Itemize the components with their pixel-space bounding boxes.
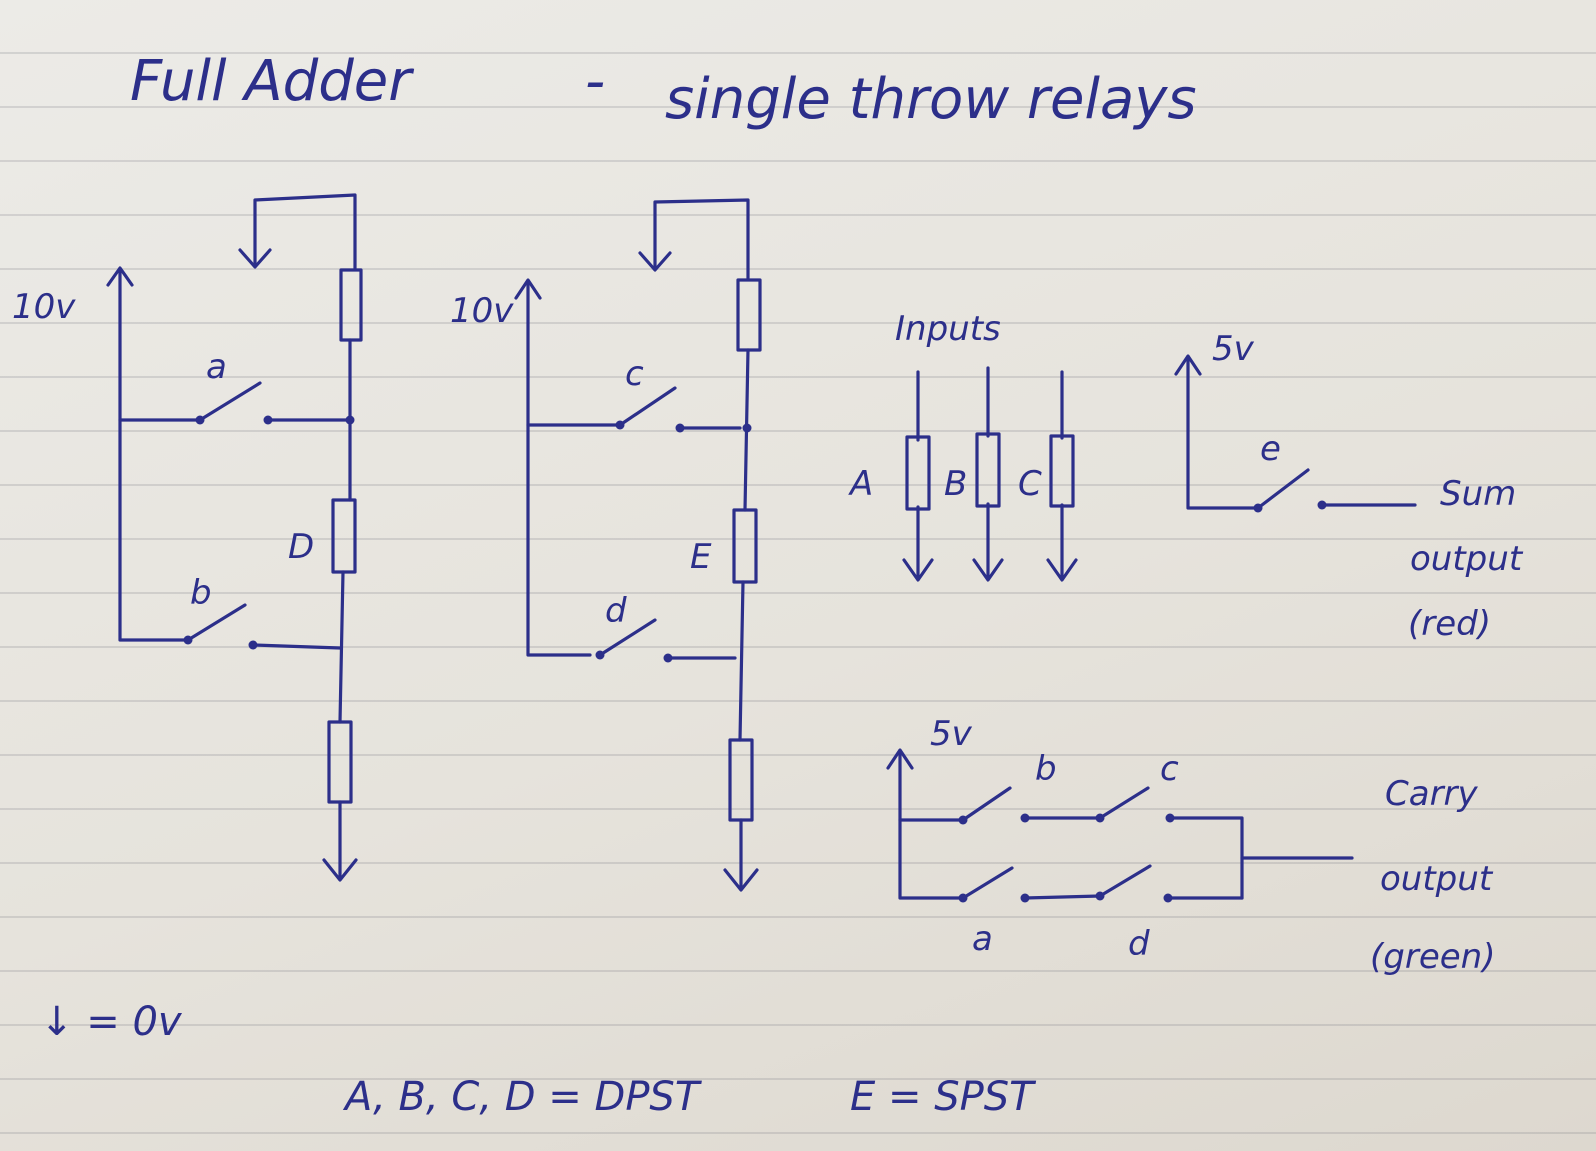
- relay-e-coil: [732, 508, 758, 584]
- switch-d-blade: [598, 618, 657, 657]
- sum-output-label: output: [1410, 539, 1524, 579]
- input-relays: Inputs A B C: [848, 309, 1078, 582]
- input-a-ground-icon: [902, 558, 934, 582]
- sum-voltage-label: 5v: [1212, 329, 1255, 369]
- left-resistor-bottom: [327, 720, 353, 804]
- carry-supply-arrow-icon: [886, 748, 914, 770]
- middle-resistor-bottom: [728, 738, 754, 822]
- carry-color-label: (green): [1370, 937, 1495, 977]
- left-supply-arrow-icon: [106, 266, 134, 287]
- input-b-label: B: [944, 464, 967, 504]
- carry-bottom-mid-wire: [1023, 894, 1102, 900]
- input-b-ground-icon: [972, 558, 1004, 582]
- sum-supply-arrow-icon: [1174, 354, 1202, 376]
- sum-label: Sum: [1440, 474, 1516, 514]
- input-a-label: A: [848, 464, 873, 504]
- switch-c-blade: [618, 386, 677, 427]
- left-supply-wire: [118, 268, 187, 642]
- middle-supply-arrow-icon: [514, 278, 542, 300]
- middle-lower-wire: [738, 580, 745, 742]
- carry-switch-b-blade: [961, 786, 1012, 822]
- carry-supply-wire: [898, 750, 962, 900]
- carry-switch-c-label: c: [1160, 749, 1179, 789]
- middle-circuit: 10v c d E: [450, 198, 762, 892]
- carry-label: Carry: [1385, 774, 1479, 814]
- relay-d-coil: [331, 498, 357, 574]
- left-ground-arrow-top-icon: [238, 248, 272, 269]
- spst-legend: E = SPST: [850, 1074, 1037, 1120]
- carry-switch-a-label: a: [972, 919, 993, 959]
- dpst-legend: A, B, C, D = DPST: [342, 1074, 703, 1120]
- left-resistor-top: [339, 268, 363, 342]
- middle-feedback-wire: [653, 198, 750, 280]
- input-b-coil: [975, 432, 1001, 508]
- carry-switch-d-blade: [1098, 864, 1152, 898]
- carry-circuit: 5v b c a d Carry output (green): [886, 714, 1495, 977]
- ground-legend: ↓ = 0v: [40, 999, 183, 1045]
- switch-b-label: b: [190, 573, 212, 613]
- switch-c-label: c: [625, 354, 644, 394]
- left-feedback-wire: [253, 193, 357, 270]
- diagram-title: Full Adder: [130, 49, 414, 114]
- middle-ground-arrow-icon: [723, 868, 759, 892]
- switch-e-label: e: [1260, 429, 1281, 469]
- inputs-heading: Inputs: [895, 309, 1001, 349]
- legend: ↓ = 0v A, B, C, D = DPST E = SPST: [40, 999, 1037, 1120]
- relay-d-label: D: [288, 527, 314, 567]
- switch-a-label: a: [206, 347, 227, 387]
- sum-supply-wire: [1186, 356, 1257, 510]
- switch-a-blade: [198, 381, 262, 422]
- carry-top-right-wire: [1168, 816, 1244, 900]
- sum-color-label: (red): [1408, 604, 1491, 644]
- middle-resistor-top: [736, 278, 762, 352]
- switch-b-blade: [186, 603, 247, 642]
- carry-switch-b-label: b: [1035, 749, 1057, 789]
- switch-d-label: d: [605, 591, 627, 631]
- middle-voltage-label: 10v: [450, 291, 514, 331]
- switch-e-blade: [1256, 468, 1310, 510]
- carry-voltage-label: 5v: [930, 714, 973, 754]
- carry-switch-a-blade: [961, 866, 1014, 900]
- input-a-coil: [905, 435, 931, 511]
- middle-supply-wire: [526, 280, 592, 657]
- carry-switch-d-label: d: [1128, 924, 1150, 964]
- left-lower-wire: [338, 570, 345, 724]
- carry-switch-c-blade: [1098, 786, 1150, 820]
- left-voltage-label: 10v: [12, 287, 76, 327]
- relay-e-label: E: [690, 537, 712, 577]
- left-ground-arrow-icon: [322, 858, 358, 882]
- middle-ground-arrow-top-icon: [638, 251, 672, 272]
- input-c-label: C: [1018, 464, 1042, 504]
- diagram-subtitle: single throw relays: [665, 67, 1197, 132]
- input-c-coil: [1049, 434, 1075, 508]
- left-circuit: 10v a b D: [12, 193, 363, 882]
- left-bottom-wire-right: [251, 643, 342, 650]
- input-c-ground-icon: [1046, 558, 1078, 582]
- carry-output-label: output: [1380, 859, 1494, 899]
- title-dash: -: [585, 49, 605, 114]
- sum-circuit: 5v e Sum output (red): [1174, 329, 1524, 644]
